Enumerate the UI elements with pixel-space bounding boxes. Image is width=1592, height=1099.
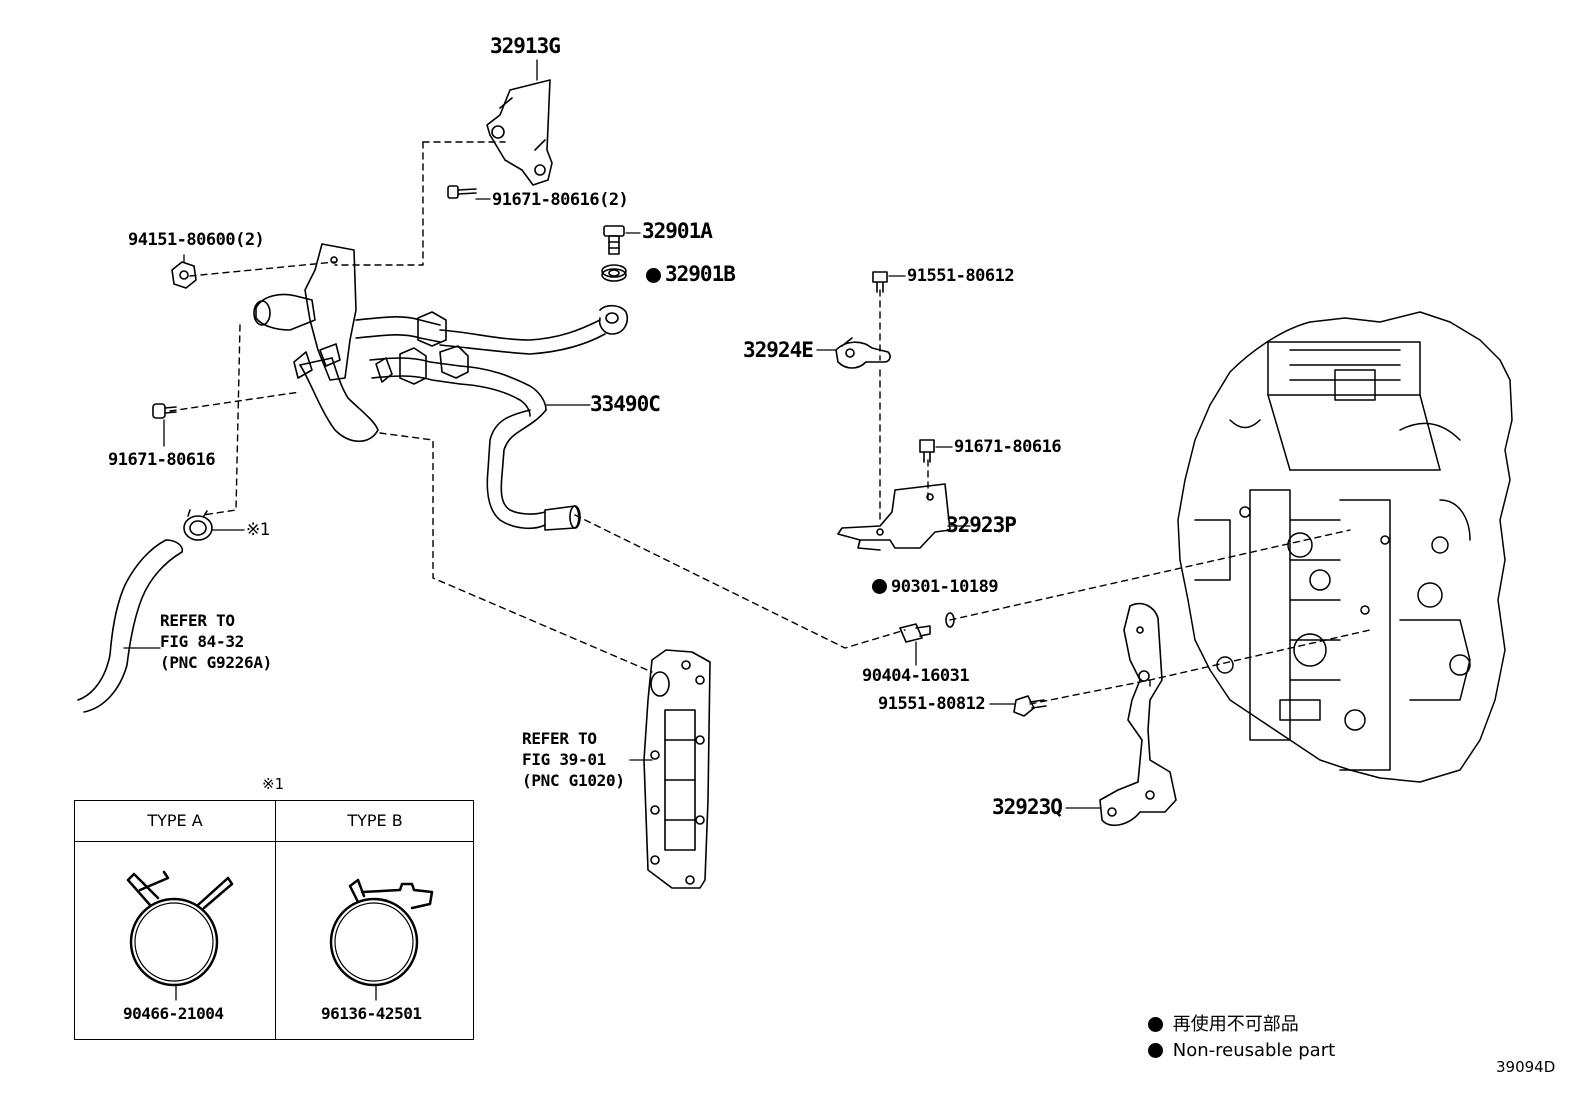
clamp-type-a-drawing <box>126 870 234 1001</box>
bolt-91551-80812 <box>1013 695 1047 717</box>
bolt-91551-80612 <box>872 271 888 293</box>
label-90404-16031: 90404-16031 <box>862 666 970 686</box>
union-90404-16031 <box>899 623 931 643</box>
label-mark-1: ※1 <box>246 520 271 540</box>
label-32924e: 32924E <box>743 338 814 362</box>
label-91671-80616-left: 91671-80616 <box>108 450 216 470</box>
radiator-hose <box>77 539 184 713</box>
label-32913g: 32913G <box>490 34 561 58</box>
washer-32901b <box>601 264 627 282</box>
label-91551-80612: 91551-80612 <box>907 266 1015 286</box>
non-reusable-dot <box>872 579 887 594</box>
table-header-type-b: TYPE B <box>347 811 403 830</box>
refer-left-line2: FIG 84-32 <box>160 632 244 651</box>
label-91671-80616-2: 91671-80616(2) <box>492 190 629 210</box>
label-33490c: 33490C <box>590 392 661 416</box>
clamp-type-b-drawing <box>329 878 434 1001</box>
refer-center-line3: (PNC G1020) <box>522 771 625 790</box>
refer-center-line1: REFER TO <box>522 729 597 748</box>
table-header-type-a: TYPE A <box>147 811 203 830</box>
table-divider-vertical <box>275 801 276 1039</box>
label-32901b-text: 32901B <box>665 262 736 286</box>
label-91551-80812: 91551-80812 <box>878 694 986 714</box>
legend-jp: 再使用不可部品 <box>1148 1012 1335 1038</box>
table-divider-horizontal <box>75 841 473 842</box>
nut-94151-80600 <box>171 261 197 289</box>
leader-lines <box>123 59 1101 809</box>
label-32923p: 32923P <box>946 513 1017 537</box>
label-90301-10189: 90301-10189 <box>872 577 999 597</box>
legend-en: Non-reusable part <box>1148 1038 1335 1064</box>
label-91671-80616-right: 91671-80616 <box>954 437 1062 457</box>
refer-fig-39-01: REFER TO FIG 39-01 (PNC G1020) <box>522 728 625 791</box>
bolt-32901a <box>603 225 625 255</box>
legend-dot-jp <box>1148 1017 1163 1032</box>
refer-fig-84-32: REFER TO FIG 84-32 (PNC G9226A) <box>160 610 272 673</box>
bracket-32913g <box>486 79 553 186</box>
legend-dot-en <box>1148 1043 1163 1058</box>
bracket-32923q <box>1099 602 1177 827</box>
label-32923q: 32923Q <box>992 795 1063 819</box>
legend-jp-text: 再使用不可部品 <box>1172 1014 1299 1035</box>
non-reusable-dot <box>646 268 661 283</box>
refer-center-line2: FIG 39-01 <box>522 750 606 769</box>
clamp-marker <box>183 509 213 541</box>
hose-assembly-33490c <box>253 243 628 531</box>
label-90301-10189-text: 90301-10189 <box>891 577 999 597</box>
table-part-type-a: 90466-21004 <box>123 1004 224 1023</box>
bolt-91671-80616-right <box>919 439 935 463</box>
label-32901a: 32901A <box>642 219 713 243</box>
bracket-32923p <box>837 483 951 551</box>
clip-32924e <box>835 337 891 369</box>
bolt-91671-80616-2 <box>447 185 477 199</box>
label-94151-80600-2: 94151-80600(2) <box>128 230 265 250</box>
legend-en-text: Non-reusable part <box>1172 1040 1336 1061</box>
table-part-type-b: 96136-42501 <box>321 1004 422 1023</box>
clamp-type-table: TYPE A TYPE B 90466-21004 96136-42501 <box>74 800 474 1040</box>
bolt-91671-80616-left <box>152 403 177 419</box>
figure-id: 39094D <box>1496 1058 1556 1076</box>
legend: 再使用不可部品 Non-reusable part <box>1148 1012 1335 1064</box>
engine-block <box>1177 311 1513 783</box>
refer-left-line1: REFER TO <box>160 611 235 630</box>
clamp-table-mark: ※1 <box>262 775 285 793</box>
refer-left-line3: (PNC G9226A) <box>160 653 272 672</box>
label-32901b: 32901B <box>646 262 736 286</box>
dashed-leaders <box>169 141 1371 705</box>
gasket-plate <box>643 649 711 889</box>
o-ring-90301-10189 <box>945 612 955 628</box>
